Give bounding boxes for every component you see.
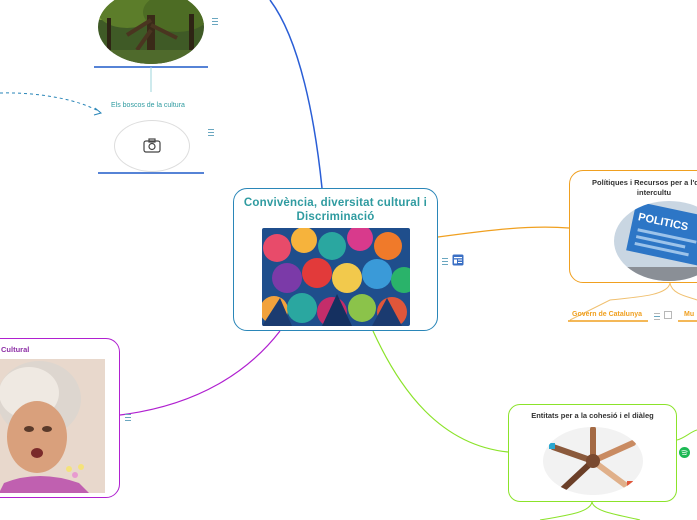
menu-icon[interactable] — [125, 414, 131, 421]
connector-entitats-bottom2 — [591, 501, 641, 520]
central-topic[interactable]: Convivència, diversitat cultural i Discr… — [233, 188, 438, 331]
spotify-icon[interactable] — [679, 447, 690, 458]
central-topic-title: Convivència, diversitat cultural i Discr… — [243, 197, 428, 223]
topic-politics[interactable]: Polítiques i Recursos per a l'diàleg int… — [569, 170, 697, 283]
connector-forest — [269, 0, 323, 189]
subtopic-govern[interactable]: Govern de Catalunya — [572, 311, 643, 318]
menu-icon[interactable] — [208, 129, 214, 136]
menu-icon[interactable] — [654, 313, 660, 320]
topic-cultural[interactable]: Cultural — [0, 338, 120, 498]
connector-entitats-bottom — [539, 501, 593, 520]
notes-icon[interactable] — [452, 254, 464, 266]
connector-entitats — [372, 330, 509, 453]
diversity-faces-image — [262, 228, 410, 326]
connector-politics-child — [569, 282, 671, 321]
portrait-image — [0, 359, 105, 493]
camera-icon — [143, 138, 161, 153]
arrow-head-icon — [93, 107, 103, 116]
forest-label: Els boscos de la cultura — [111, 102, 185, 109]
connector-politics-child2 — [669, 282, 697, 301]
topic-politics-title: Polítiques i Recursos per a l'diàleg int… — [592, 178, 697, 197]
topic-cultural-title: Cultural — [1, 345, 30, 354]
politics-image: POLITICS — [614, 201, 697, 281]
subtopic-mu[interactable]: Mu — [684, 311, 695, 318]
menu-icon[interactable] — [212, 18, 218, 25]
dashed-connector — [0, 92, 101, 113]
forest-image[interactable] — [97, 0, 205, 64]
topic-entitats-title: Entitats per a la cohesió i el diàleg — [531, 411, 654, 420]
connector-cultural — [119, 330, 281, 416]
topic-entitats[interactable]: Entitats per a la cohesió i el diàleg — [508, 404, 677, 502]
attachment-icon[interactable] — [664, 311, 672, 319]
hands-image — [543, 427, 643, 495]
image-placeholder[interactable] — [114, 120, 190, 172]
connector-politics — [437, 226, 570, 238]
connector-entitats-right — [676, 429, 697, 441]
menu-icon[interactable] — [442, 258, 448, 265]
